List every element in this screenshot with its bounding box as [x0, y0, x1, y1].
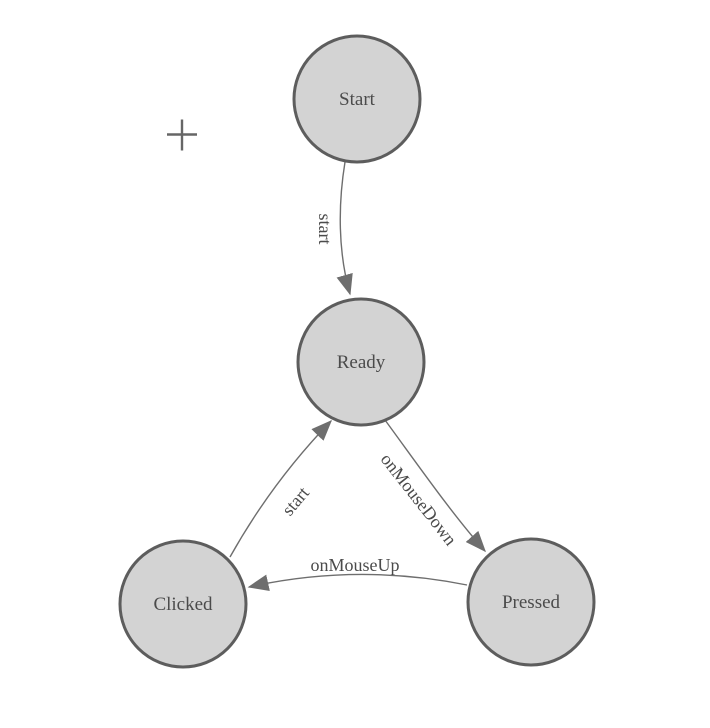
node-ready-label: Ready	[337, 352, 386, 373]
node-pressed-label: Pressed	[502, 592, 561, 613]
edge-clicked-ready: start	[229, 419, 333, 558]
edge-ready-pressed-label: onMouseDown	[377, 449, 461, 549]
node-pressed-circle[interactable]	[466, 537, 596, 667]
crosshair-plus-icon	[167, 119, 197, 151]
edge-start-ready-label: start	[315, 214, 335, 245]
edge-pressed-clicked-line[interactable]	[247, 573, 468, 591]
edge-start-ready-line[interactable]	[336, 161, 353, 296]
edge-clicked-ready-label: start	[278, 483, 313, 520]
edge-start-ready: start	[315, 161, 353, 296]
edge-pressed-clicked: onMouseUp	[247, 555, 468, 591]
node-start-circle[interactable]	[292, 34, 422, 164]
node-clicked-circle[interactable]	[118, 539, 248, 669]
node-clicked[interactable]: Clicked	[118, 539, 248, 669]
node-start-label: Start	[339, 89, 376, 110]
edge-ready-pressed: onMouseDown	[377, 419, 486, 553]
node-ready-circle[interactable]	[296, 297, 426, 427]
edge-ready-pressed-line[interactable]	[384, 419, 486, 553]
node-start[interactable]: Start	[292, 34, 422, 164]
edge-pressed-clicked-label: onMouseUp	[311, 555, 400, 575]
node-ready[interactable]: Ready	[296, 297, 426, 427]
edge-clicked-ready-line[interactable]	[229, 419, 333, 558]
node-pressed[interactable]: Pressed	[466, 537, 596, 667]
node-clicked-label: Clicked	[153, 594, 213, 615]
